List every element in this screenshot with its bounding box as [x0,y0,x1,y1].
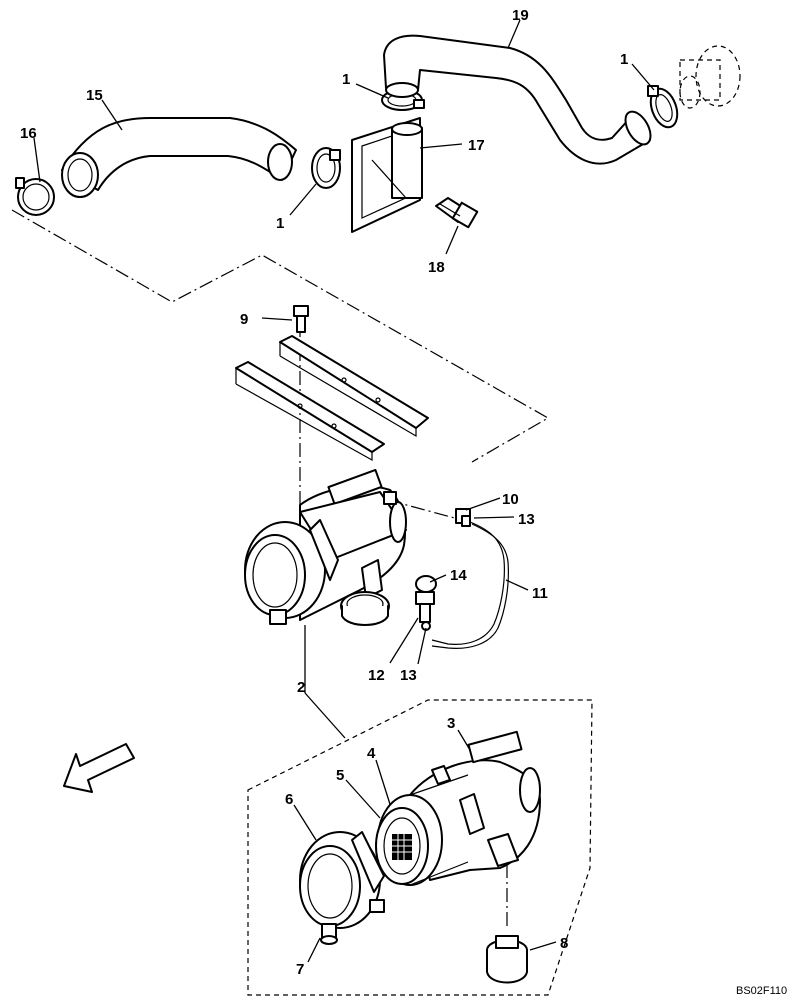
callout-8: 8 [560,935,568,952]
callout-1-middle: 1 [276,215,284,232]
callout-14: 14 [450,567,467,584]
callout-11: 11 [532,585,548,602]
callout-1-top: 1 [342,71,350,88]
cover-6 [299,831,385,929]
callout-numbers: 1 1 1 2 3 4 5 6 7 8 9 10 11 12 13 13 14 … [20,7,628,978]
hose-clamp-1-right [647,85,679,129]
callout-6: 6 [285,791,293,808]
engine-inlet-phantom [679,45,741,109]
callout-16: 16 [20,125,37,142]
restriction-indicator-parts [415,508,509,649]
air-cleaner-assembly-2 [244,468,407,626]
vacuator-valve-7 [320,923,338,945]
intake-hose-19 [383,34,652,165]
callout-5: 5 [336,767,344,784]
dust-cup-8 [486,935,528,984]
callout-12: 12 [368,667,385,684]
callout-10: 10 [502,491,519,508]
callout-7: 7 [296,961,304,978]
direction-arrow-icon [63,743,135,793]
drawing-code: BS02F110 [736,985,787,997]
intake-hose-15 [61,117,297,198]
hose-clamp-16 [15,177,55,216]
hose-clamp-1-middle [311,147,341,189]
callout-17: 17 [468,137,485,154]
callout-9: 9 [240,311,248,328]
callout-19: 19 [512,7,529,24]
element-kit-boundary [247,699,593,996]
callout-1-right: 1 [620,51,628,68]
callout-4: 4 [367,745,376,762]
bolt-9 [293,305,309,333]
bolt-18 [435,197,479,229]
callout-18: 18 [428,259,445,276]
callout-2: 2 [297,679,305,696]
inner-element-5 [375,807,429,885]
pipe-bracket-17 [351,117,423,233]
mounting-rails [235,335,429,462]
housing-body-3 [409,730,541,881]
callout-3: 3 [447,715,455,732]
filter-mesh-icon [392,834,412,860]
callout-13-upper: 13 [518,511,535,528]
callout-13-lower: 13 [400,667,417,684]
callout-15: 15 [86,87,103,104]
